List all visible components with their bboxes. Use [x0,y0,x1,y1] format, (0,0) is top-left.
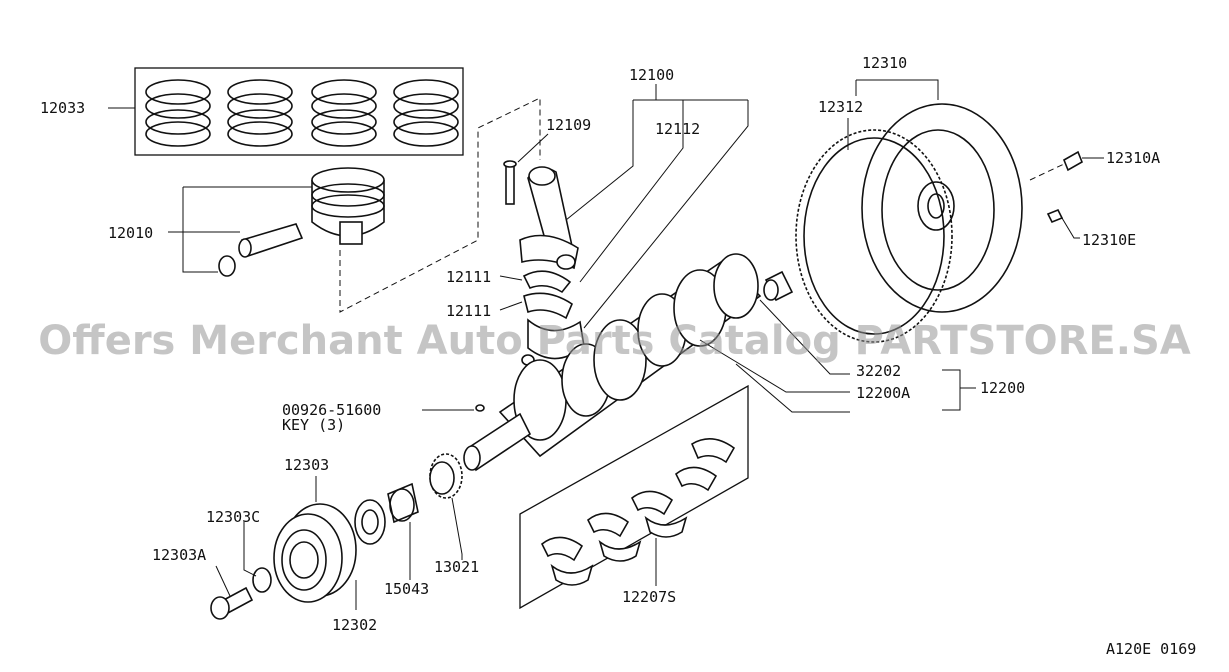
label-32202[interactable]: 32202 [856,362,901,380]
leader-12200A [699,339,850,393]
rod-bearing-upper[interactable] [522,270,572,294]
label-12111-a[interactable]: 12111 [446,268,491,286]
crankshaft[interactable] [463,253,762,472]
rod-cap[interactable] [521,318,585,366]
ring-gear[interactable] [795,129,953,343]
leader-12111-b [499,301,523,311]
leader-12200A-line [735,363,850,413]
connecting-rod[interactable] [519,166,579,270]
pulley-washer[interactable] [252,567,272,593]
label-00926-51600[interactable]: 00926-51600 [282,401,381,419]
leader-12111-a [499,275,523,281]
ring-stack-4 [393,79,459,147]
front-seal[interactable] [354,499,386,545]
flywheel-bolt[interactable] [1062,150,1084,172]
label-12303[interactable]: 12303 [284,456,329,474]
label-12033[interactable]: 12033 [40,99,85,117]
crank-sprocket[interactable] [429,453,463,499]
label-12112[interactable]: 12112 [655,120,700,138]
diagram-code: A120E 0169 [1106,640,1196,658]
crank-webs [513,253,759,441]
label-12310E[interactable]: 12310E [1082,231,1136,249]
label-12100[interactable]: 12100 [629,66,674,84]
label-12312[interactable]: 12312 [818,98,863,116]
label-12303C[interactable]: 12303C [206,508,260,526]
label-15043[interactable]: 15043 [384,580,429,598]
assembly-line-piston [339,97,541,313]
oil-pump-drive-spacer[interactable] [387,482,419,524]
leader-12109 [517,133,549,163]
ring-stack-1 [145,79,211,147]
label-12111-b[interactable]: 12111 [446,302,491,320]
leader-12310E [1061,217,1080,239]
bracket-12010 [182,187,218,273]
label-12200A[interactable]: 12200A [856,384,910,402]
label-13021[interactable]: 13021 [434,558,479,576]
main-bearing-set[interactable] [519,384,749,610]
leader-32202 [759,299,850,375]
label-12303A[interactable]: 12303A [152,546,206,564]
label-12310A[interactable]: 12310A [1106,149,1160,167]
label-12010[interactable]: 12010 [108,224,153,242]
rod-bolt [503,160,517,205]
crank-pulley[interactable] [273,503,357,603]
ring-stack-3 [311,79,377,147]
label-12310[interactable]: 12310 [862,54,907,72]
label-key-qty[interactable]: KEY (3) [282,416,345,434]
leader-12303A [215,565,231,597]
rod-bearing-lower[interactable] [523,292,573,320]
leader-12303C [243,522,257,577]
piston-rings-set[interactable] [134,67,464,156]
piston-pin [238,223,304,258]
ring-stack-2 [227,79,293,147]
label-12207S[interactable]: 12207S [622,588,676,606]
leader-13021 [451,497,463,560]
label-12200[interactable]: 12200 [980,379,1025,397]
label-12109[interactable]: 12109 [546,116,591,134]
dowel-pin[interactable] [1046,208,1064,224]
pin-clip [218,255,236,277]
piston-assembly[interactable] [218,167,385,277]
pilot-bushing[interactable] [763,270,794,302]
label-12302[interactable]: 12302 [332,616,377,634]
bracket-12310 [856,79,939,100]
woodruff-key[interactable] [475,404,485,412]
main-bearing-shells [540,438,736,586]
crank-snout [463,412,532,472]
pulley-bolt[interactable] [210,586,254,620]
